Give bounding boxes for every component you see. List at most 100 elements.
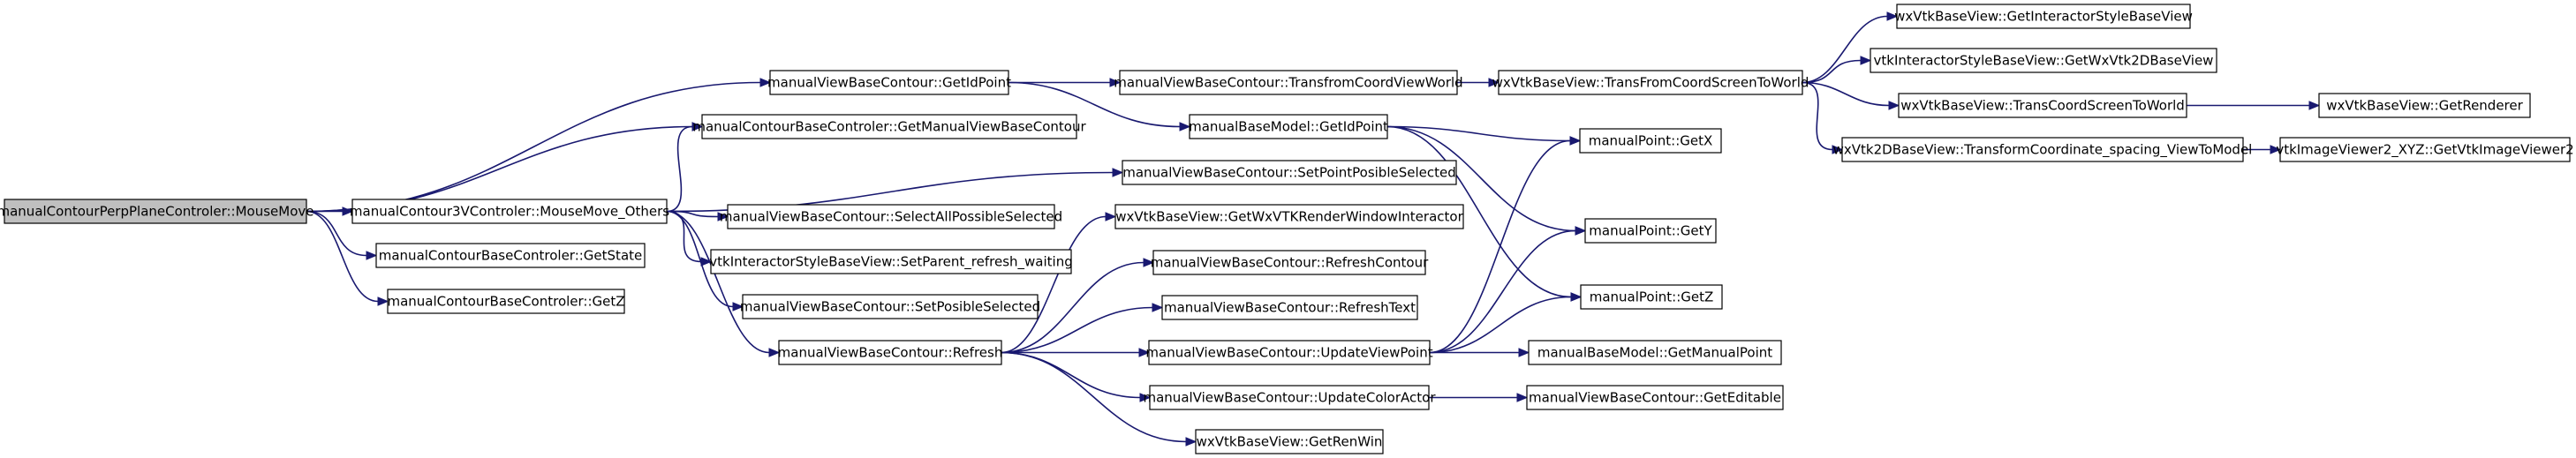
graph-node-getInteractorStyleBaseView[interactable]: wxVtkBaseView::GetInteractorStyleBaseVie… [1894,4,2193,29]
node-box [727,204,1055,229]
edge-getIdPoint-to-transfromCoordViewWorld [1008,78,1122,87]
arrowhead-icon [2270,145,2282,154]
arrowhead-icon [1518,348,1530,357]
edge-line [1429,139,1571,354]
graph-node-transCoordScreenToWorld[interactable]: wxVtkBaseView::TransCoordScreenToWorld [1898,93,2187,118]
arrowhead-icon [2308,101,2321,110]
arrowhead-icon [1143,258,1155,267]
edge-transFromCoordScreenToWorld-to-getWxVtk2DBaseView [1802,56,1872,84]
edge-transCoordScreenToWorld-to-getRenderer [2187,101,2321,110]
graph-node-updateColorActor[interactable]: manualViewBaseContour::UpdateColorActor [1144,385,1437,410]
node-box [1195,429,1384,454]
arrowhead-icon [1569,136,1582,146]
graph-node-refreshContour[interactable]: manualViewBaseContour::RefreshContour [1151,250,1429,275]
graph-node-getWxVtk2DBaseView[interactable]: vtkInteractorStyleBaseView::GetWxVtk2DBa… [1870,48,2217,73]
node-box [1528,340,1782,365]
edge-modelGetIdPoint-to-getX [1386,125,1582,146]
arrowhead-icon [732,302,744,312]
node-label: manualContour3VControler::MouseMove_Othe… [350,204,669,221]
graph-node-updateViewPoint[interactable]: manualViewBaseContour::UpdateViewPoint [1145,340,1433,365]
graph-node-root[interactable]: manualContourPerpPlaneControler::MouseMo… [0,199,314,224]
arrowhead-icon [1152,303,1164,312]
edge-refresh-to-updateColorActor [1001,351,1152,402]
edge-transFromCoordScreenToWorld-to-getInteractorStyleBaseView [1802,11,1899,84]
arrowhead-icon [759,78,772,87]
graph-node-transFromCoordScreenToWorld[interactable]: wxVtkBaseView::TransFromCoordScreenToWor… [1492,70,1809,95]
graph-node-getState[interactable]: manualContourBaseControler::GetState [375,243,646,268]
node-label: wxVtkBaseView::GetRenWin [1197,434,1383,450]
edge-updateViewPoint-to-getManualPoint [1430,348,1530,357]
arrowhead-icon [717,212,729,221]
graph-node-getWxVTKRenderWindowInteractor[interactable]: wxVtkBaseView::GetWxVTKRenderWindowInter… [1114,204,1464,229]
edge-root-to-getIdPoint [306,78,772,213]
node-label: manualContourBaseControler::GetManualVie… [692,119,1086,135]
node-box [1189,114,1388,139]
node-label: manualBaseModel::GetIdPoint [1189,119,1388,135]
edge-line [1802,81,1833,151]
graph-node-setParentRefreshWaiting[interactable]: vtkInteractorStyleBaseView::SetParent_re… [709,249,1073,274]
edge-line [1429,229,1576,354]
edge-refresh-to-refreshText [1001,303,1164,354]
edge-line [1001,261,1144,354]
edge-line [306,81,761,213]
edge-root-to-getState [306,210,378,260]
arrowhead-icon [1139,393,1152,402]
node-box [2318,93,2531,118]
arrowhead-icon [691,122,704,131]
edge-transfromCoordViewWorld-to-transFromCoordScreenToWorld [1457,78,1500,87]
node-label: manualViewBaseContour::SetPosibleSelecte… [740,299,1040,315]
node-label: manualViewBaseContour::TransfromCoordVie… [1114,75,1462,91]
edge-root-to-getZctrl [306,210,389,306]
edge-refresh-to-refreshContour [1001,258,1155,354]
graph-node-modelGetIdPoint[interactable]: manualBaseModel::GetIdPoint [1189,114,1388,139]
node-box [1152,250,1426,275]
graph-node-mouseMoveOthers[interactable]: manualContour3VControler::MouseMove_Othe… [350,199,669,224]
graph-node-getZpoint[interactable]: manualPoint::GetZ [1580,284,1723,310]
node-box [351,199,668,224]
graph-node-getVtkImageViewer2[interactable]: vtkImageViewer2_XYZ::GetVtkImageViewer2 [2276,137,2574,162]
edge-mouseMoveOthers-to-selectAllPossibleSelected [666,210,729,221]
graph-node-setPosibleSelected[interactable]: manualViewBaseContour::SetPosibleSelecte… [740,294,1040,319]
node-label: manualViewBaseContour::UpdateColorActor [1144,390,1437,406]
graph-node-getEditable[interactable]: manualViewBaseContour::GetEditable [1526,385,1784,410]
edge-line [1001,215,1107,354]
node-box [4,199,307,224]
graph-node-transfromCoordViewWorld[interactable]: manualViewBaseContour::TransfromCoordVie… [1114,70,1463,95]
graph-node-getY[interactable]: manualPoint::GetY [1584,218,1717,244]
graph-node-getX[interactable]: manualPoint::GetX [1579,128,1722,154]
graph-node-refresh[interactable]: manualViewBaseContour::Refresh [778,340,1003,365]
node-label: manualPoint::GetY [1589,223,1712,239]
node-box [778,340,1002,365]
node-box [1898,93,2187,118]
edge-line [1001,306,1153,354]
graph-node-setPointPosibleSelected[interactable]: manualViewBaseContour::SetPointPosibleSe… [1122,160,1457,185]
arrowhead-icon [1832,145,1844,154]
node-box [1498,70,1803,95]
graph-node-getRenWin[interactable]: wxVtkBaseView::GetRenWin [1195,429,1384,454]
edge-line [1386,125,1571,142]
graph-node-refreshText[interactable]: manualViewBaseContour::RefreshText [1161,295,1418,320]
node-label: wxVtk2DBaseView::TransformCoordinate_spa… [1833,142,2253,159]
graph-node-getZctrl[interactable]: manualContourBaseControler::GetZ [387,289,625,314]
node-label: wxVtkBaseView::TransFromCoordScreenToWor… [1492,75,1809,91]
edge-line [1802,15,1888,84]
edge-line [1001,351,1187,443]
edge-line [1001,351,1141,399]
node-box [1161,295,1418,320]
arrowhead-icon [768,348,781,357]
graph-node-selectAllPossibleSelected[interactable]: manualViewBaseContour::SelectAllPossible… [720,204,1062,229]
graph-node-getIdPoint[interactable]: manualViewBaseContour::GetIdPoint [767,70,1011,95]
node-label: manualViewBaseContour::SelectAllPossible… [720,209,1062,225]
edge-line [306,210,379,303]
graph-node-getManualViewBaseContour[interactable]: manualContourBaseControler::GetManualVie… [692,114,1086,139]
arrowhead-icon [1105,212,1117,221]
arrowhead-icon [1488,78,1500,87]
graph-node-transformCoordinateSpacing[interactable]: wxVtk2DBaseView::TransformCoordinate_spa… [1833,137,2253,162]
arrowhead-icon [1575,226,1587,236]
graph-node-getManualPoint[interactable]: manualBaseModel::GetManualPoint [1528,340,1782,365]
arrowhead-icon [366,251,378,260]
graph-node-getRenderer[interactable]: wxVtkBaseView::GetRenderer [2318,93,2531,118]
edge-mouseMoveOthers-to-refresh [666,210,781,357]
edge-line [1386,125,1576,232]
node-label: vtkImageViewer2_XYZ::GetVtkImageViewer2 [2276,142,2573,159]
